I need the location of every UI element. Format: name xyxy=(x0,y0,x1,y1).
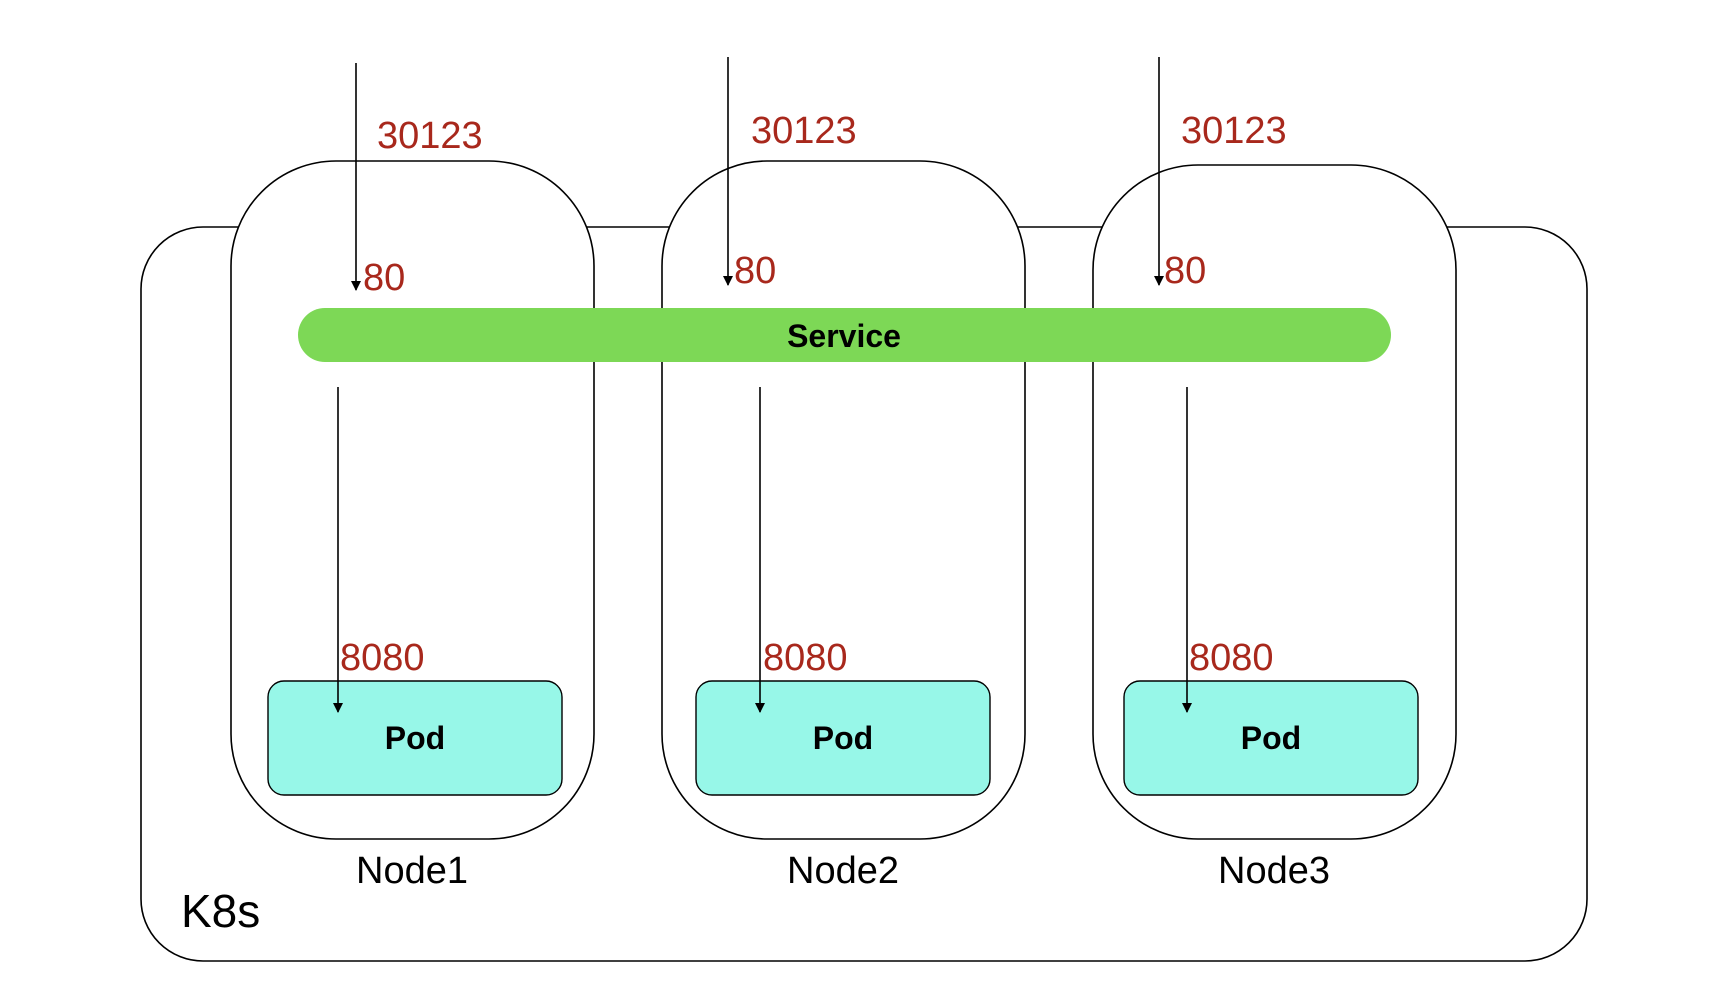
node2-service-port-label: 80 xyxy=(734,250,776,292)
pod1-label: Pod xyxy=(385,720,445,756)
node3-nodeport-label: 30123 xyxy=(1181,110,1287,152)
node3-service-port-label: 80 xyxy=(1164,250,1206,292)
service-label: Service xyxy=(787,318,901,354)
node3-target-port-label: 8080 xyxy=(1189,637,1274,679)
node1-target-port-label: 8080 xyxy=(340,637,425,679)
service-bar xyxy=(298,308,1391,362)
node2-nodeport-label: 30123 xyxy=(751,110,857,152)
k8s-cluster-label: K8s xyxy=(181,885,260,937)
node2-target-port-label: 8080 xyxy=(763,637,848,679)
node1-nodeport-label: 30123 xyxy=(377,115,483,157)
node1-label: Node1 xyxy=(356,850,468,892)
pod3-box xyxy=(1123,680,1419,796)
pod2-box xyxy=(695,680,991,796)
node2-label: Node2 xyxy=(787,850,899,892)
node1-service-port-label: 80 xyxy=(363,257,405,299)
node3-label: Node3 xyxy=(1218,850,1330,892)
pod3-label: Pod xyxy=(1241,720,1301,756)
pod2-label: Pod xyxy=(813,720,873,756)
